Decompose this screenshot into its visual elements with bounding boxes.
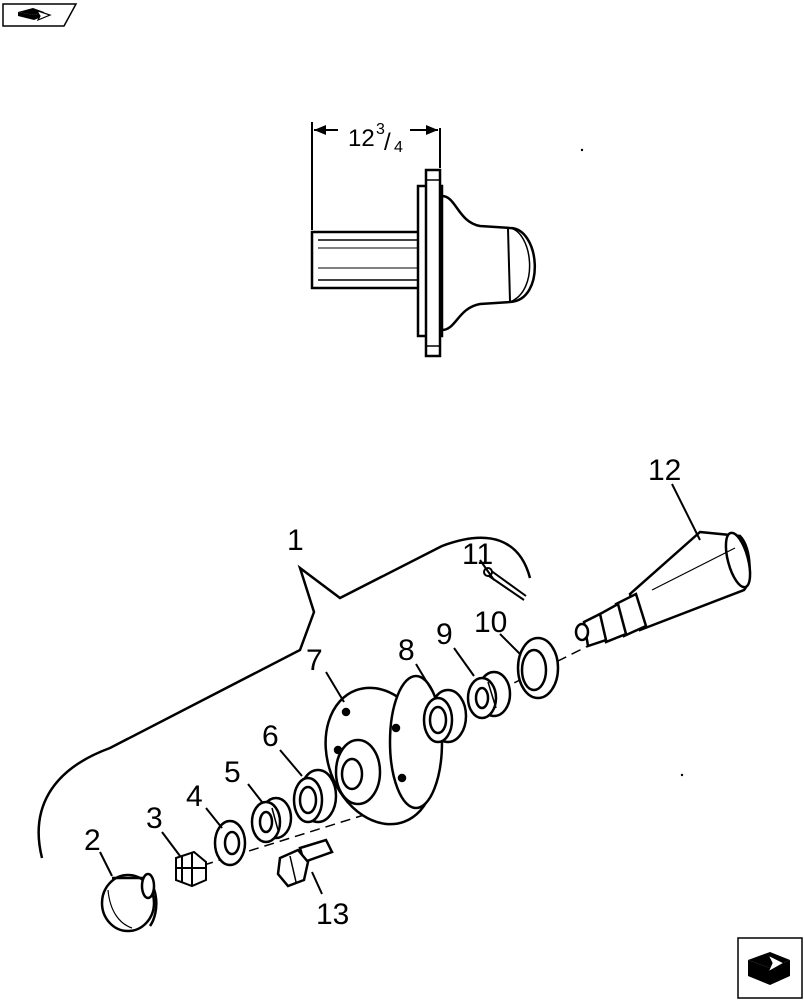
- scan-speck: [680, 773, 684, 777]
- callout-9: 9: [436, 618, 453, 651]
- svg-text:4: 4: [394, 139, 403, 156]
- part-outer-cup: [292, 768, 338, 824]
- arrow-forward-icon: [748, 952, 790, 985]
- back-nav-button[interactable]: [2, 3, 78, 27]
- callout-labels: 1 2 3 4 5 6 7 8 9 10 11 12 13: [84, 454, 681, 931]
- callout-2: 2: [84, 824, 101, 857]
- part-hub: [324, 674, 444, 826]
- callout-11: 11: [462, 538, 493, 571]
- scan-speck: [580, 148, 584, 152]
- callout-13: 13: [316, 898, 349, 931]
- arrow-back-icon: [18, 8, 52, 22]
- assembly-bracket: [37, 536, 532, 859]
- callout-10: 10: [474, 606, 507, 639]
- svg-text:12: 12: [348, 125, 375, 152]
- part-cotter-pin: [483, 567, 527, 601]
- part-inner-cup: [422, 688, 468, 744]
- leader-lines: [99, 483, 701, 895]
- part-seal: [516, 636, 560, 700]
- assembled-hub-view: [310, 122, 536, 358]
- part-castle-nut: [175, 850, 207, 888]
- callout-5: 5: [224, 756, 241, 789]
- callout-6: 6: [262, 720, 279, 753]
- callout-12: 12: [648, 454, 681, 487]
- callout-3: 3: [146, 802, 163, 835]
- part-outer-bearing: [250, 796, 293, 844]
- dimension-line: [311, 122, 441, 230]
- svg-text:3: 3: [376, 121, 385, 138]
- dimension-label: 12 3 / 4: [348, 121, 403, 156]
- callout-8: 8: [398, 634, 415, 667]
- part-spindle: [574, 530, 752, 648]
- callout-7: 7: [306, 644, 323, 677]
- part-dust-cap: [100, 872, 158, 933]
- part-bolt: [276, 838, 334, 888]
- svg-text:/: /: [384, 129, 391, 156]
- part-inner-bearing: [466, 670, 512, 720]
- next-nav-button[interactable]: [737, 937, 803, 999]
- callout-4: 4: [186, 780, 203, 813]
- callout-1: 1: [287, 524, 304, 557]
- part-washer: [213, 819, 247, 867]
